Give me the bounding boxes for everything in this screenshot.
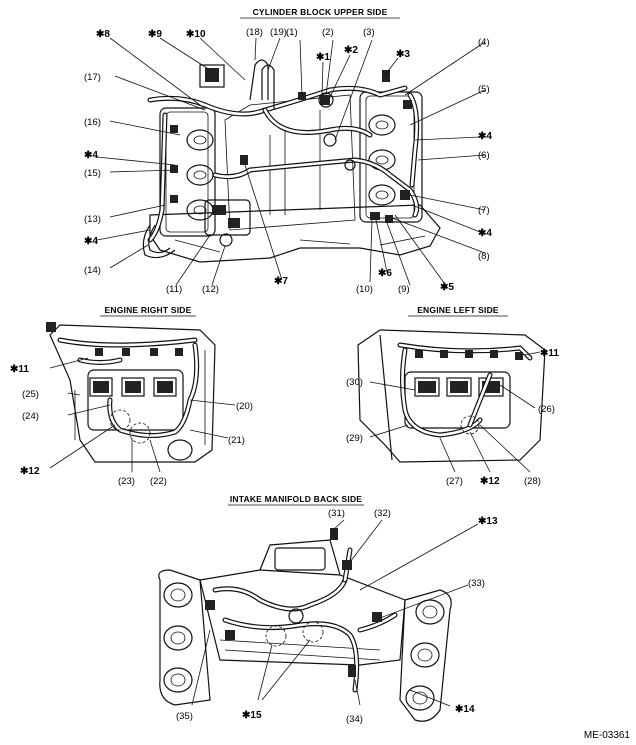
label-26: (26) <box>538 404 555 415</box>
star-label-10: ✱10 <box>186 29 206 40</box>
star-label-1: ✱1 <box>316 52 330 63</box>
panel-title-cylinder-block: CYLINDER BLOCK UPPER SIDE <box>253 7 388 17</box>
label-8: (8) <box>478 251 490 262</box>
label-5: (5) <box>478 84 490 95</box>
star-label-4d: ✱4 <box>84 236 98 247</box>
figure-code: ME-03361 <box>584 730 631 741</box>
label-12: (12) <box>202 284 219 295</box>
label-18: (18) <box>246 27 263 38</box>
label-27: (27) <box>446 476 463 487</box>
star-label-15: ✱15 <box>242 710 262 721</box>
panel-title-intake-manifold: INTAKE MANIFOLD BACK SIDE <box>230 494 362 504</box>
label-35: (35) <box>176 711 193 722</box>
star-label-4b: ✱4 <box>478 228 492 239</box>
star-label-5: ✱5 <box>440 282 454 293</box>
label-30: (30) <box>346 377 363 388</box>
star-label-2: ✱2 <box>344 45 358 56</box>
star-label-3: ✱3 <box>396 49 410 60</box>
label-1: (1) <box>286 27 298 38</box>
star-label-6: ✱6 <box>378 268 392 279</box>
label-7: (7) <box>478 205 490 216</box>
label-28: (28) <box>524 476 541 487</box>
panel-title-engine-right: ENGINE RIGHT SIDE <box>105 305 192 315</box>
label-22: (22) <box>150 476 167 487</box>
label-24: (24) <box>22 411 39 422</box>
star-label-11-left: ✱11 <box>540 348 559 359</box>
engine-right-leaders <box>49 357 236 473</box>
label-13: (13) <box>84 214 101 225</box>
star-label-4a: ✱4 <box>478 131 492 142</box>
label-29: (29) <box>346 433 363 444</box>
label-4: (4) <box>478 37 490 48</box>
panel-engine-left: ENGINE LEFT SIDE <box>346 305 559 487</box>
star-label-11-right: ✱11 <box>10 364 29 375</box>
star-label-14: ✱14 <box>455 704 475 715</box>
label-23: (23) <box>118 476 135 487</box>
star-label-7: ✱7 <box>274 276 288 287</box>
label-31: (31) <box>328 508 345 519</box>
label-9: (9) <box>398 284 410 295</box>
label-2: (2) <box>322 27 334 38</box>
label-33: (33) <box>468 578 485 589</box>
label-34: (34) <box>346 714 363 725</box>
label-10: (10) <box>356 284 373 295</box>
panel-title-engine-left: ENGINE LEFT SIDE <box>417 305 499 315</box>
label-17: (17) <box>84 72 101 83</box>
label-6: (6) <box>478 150 490 161</box>
label-3: (3) <box>363 27 375 38</box>
label-14: (14) <box>84 265 101 276</box>
star-label-4c: ✱4 <box>84 150 98 161</box>
star-label-8: ✱8 <box>96 29 110 40</box>
intake-manifold-drawing <box>158 528 452 722</box>
star-label-12-left: ✱12 <box>480 476 500 487</box>
engine-right-drawing <box>46 322 216 463</box>
engine-left-leaders <box>369 351 541 473</box>
label-11: (11) <box>166 284 182 295</box>
cylinder-block-drawing <box>142 59 441 263</box>
star-label-13: ✱13 <box>478 516 498 527</box>
star-label-12-right: ✱12 <box>20 466 40 477</box>
label-25: (25) <box>22 389 39 400</box>
engine-left-drawing <box>357 329 546 463</box>
intake-manifold-leaders <box>191 519 479 707</box>
cylinder-block-leaders <box>96 37 486 288</box>
star-label-9: ✱9 <box>148 29 162 40</box>
label-32: (32) <box>374 508 391 519</box>
label-16: (16) <box>84 117 101 128</box>
panel-engine-right: ENGINE RIGHT SIDE <box>10 305 253 487</box>
label-21: (21) <box>228 435 245 446</box>
label-20: (20) <box>236 401 253 412</box>
label-19: (19) <box>270 27 287 38</box>
label-15: (15) <box>84 168 101 179</box>
panel-intake-manifold: INTAKE MANIFOLD BACK SIDE <box>158 494 498 725</box>
panel-cylinder-block: CYLINDER BLOCK UPPER SIDE <box>84 7 492 295</box>
